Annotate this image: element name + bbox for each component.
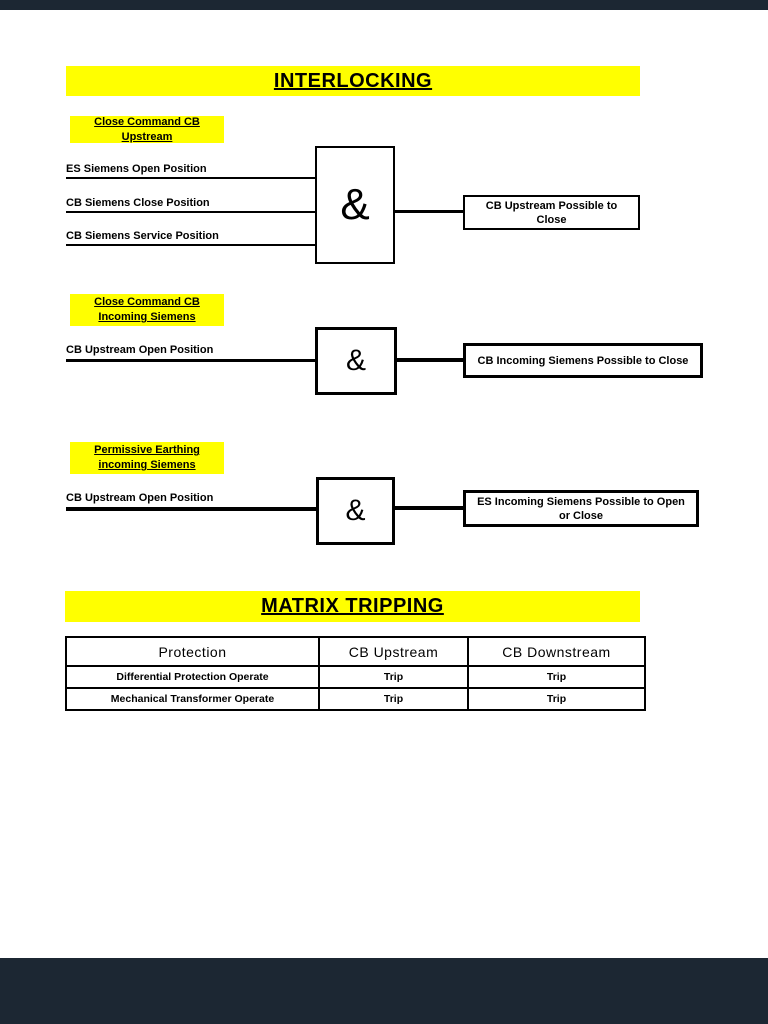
input-label: CB Upstream Open Position bbox=[66, 492, 214, 504]
page-title: INTERLOCKING bbox=[273, 69, 433, 92]
section-label-permissive-earthing: Permissive Earthing incoming Siemens bbox=[70, 442, 224, 474]
output-box-3: ES Incoming Siemens Possible to Open or … bbox=[463, 490, 699, 527]
input-label: CB Upstream Open Position bbox=[66, 344, 214, 356]
signal-line bbox=[66, 211, 315, 213]
input-label: CB Siemens Close Position bbox=[66, 197, 210, 209]
viewer-chrome-bottom bbox=[0, 958, 768, 1024]
tripping-table: Protection CB Upstream CB Downstream Dif… bbox=[65, 636, 646, 711]
table-header-cb-downstream: CB Downstream bbox=[467, 636, 646, 667]
and-gate-2: & bbox=[315, 327, 397, 395]
table-header-protection: Protection bbox=[65, 636, 320, 667]
table-cell: Trip bbox=[318, 665, 469, 689]
viewer-chrome-top bbox=[0, 0, 768, 10]
interlocking-title-bar: INTERLOCKING bbox=[66, 66, 640, 96]
and-gate-1: & bbox=[315, 146, 395, 264]
signal-line bbox=[397, 358, 463, 362]
signal-line bbox=[66, 177, 315, 179]
table-cell: Trip bbox=[318, 687, 469, 711]
table-cell: Trip bbox=[467, 687, 646, 711]
output-box-2: CB Incoming Siemens Possible to Close bbox=[463, 343, 703, 378]
signal-line bbox=[395, 210, 463, 213]
and-gate-symbol: & bbox=[345, 494, 366, 527]
table-cell: Trip bbox=[467, 665, 646, 689]
and-gate-symbol: & bbox=[345, 344, 366, 377]
output-box-1: CB Upstream Possible to Close bbox=[463, 195, 640, 230]
section-label-cb-incoming: Close Command CB Incoming Siemens bbox=[70, 294, 224, 326]
table-row: Differential Protection Operate Trip Tri… bbox=[65, 665, 646, 689]
table-cell: Mechanical Transformer Operate bbox=[65, 687, 320, 711]
signal-line bbox=[66, 507, 316, 511]
input-label: ES Siemens Open Position bbox=[66, 163, 207, 175]
input-label: CB Siemens Service Position bbox=[66, 230, 219, 242]
signal-line bbox=[66, 244, 315, 246]
signal-line bbox=[395, 506, 463, 510]
and-gate-symbol: & bbox=[340, 180, 370, 229]
and-gate-3: & bbox=[316, 477, 395, 545]
matrix-tripping-title-bar: MATRIX TRIPPING bbox=[65, 591, 640, 622]
matrix-title: MATRIX TRIPPING bbox=[261, 595, 444, 617]
table-cell: Differential Protection Operate bbox=[65, 665, 320, 689]
table-row: Mechanical Transformer Operate Trip Trip bbox=[65, 687, 646, 711]
table-header-row: Protection CB Upstream CB Downstream bbox=[65, 636, 646, 667]
section-label-cb-upstream: Close Command CB Upstream bbox=[70, 116, 224, 143]
signal-line bbox=[66, 359, 315, 362]
table-header-cb-upstream: CB Upstream bbox=[318, 636, 469, 667]
